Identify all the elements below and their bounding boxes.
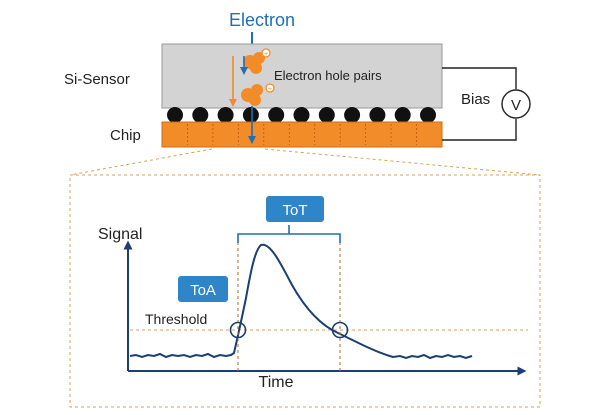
bump-bond-icon [420, 107, 436, 123]
svg-text:ToT: ToT [282, 202, 307, 219]
toa-crossing-marker [229, 321, 247, 339]
electron-hole-pair-icon: + [241, 83, 275, 106]
pixel-dividers [187, 124, 417, 145]
chip-label: Chip [110, 127, 141, 144]
tot-crossing-marker [331, 321, 349, 339]
bump-bond-icon [217, 107, 234, 123]
svg-text:+: + [264, 51, 268, 58]
signal-axis-label: Signal [98, 226, 142, 243]
toa-box: ToA [178, 276, 228, 302]
bias-wire [442, 67, 517, 141]
bump-bond-icon [344, 107, 361, 123]
bump-bond-icon [369, 107, 386, 123]
zoom-connector [69, 148, 541, 176]
svg-text:ToA: ToA [190, 282, 216, 299]
bump-bond-icon [242, 107, 259, 123]
bias-label: Bias [461, 91, 490, 108]
bump-bond-icon [318, 107, 335, 123]
time-axis-label: Time [259, 374, 294, 391]
electron-label: Electron [229, 10, 295, 30]
voltmeter-icon: V [501, 89, 531, 119]
bump-bonds [167, 107, 436, 123]
bump-bond-icon [167, 107, 183, 123]
electron-hole-pair-icon: + [243, 48, 271, 74]
zoom-box [69, 174, 541, 408]
bump-bond-icon [293, 107, 310, 123]
threshold-label: Threshold [145, 311, 207, 327]
electron-hole-pairs-label: Electron hole pairs [274, 68, 382, 83]
svg-text:V: V [511, 97, 521, 114]
tot-box: ToT [266, 196, 324, 222]
tot-bracket [237, 225, 341, 243]
bump-bond-icon [394, 107, 411, 123]
chip-layer [161, 121, 443, 148]
si-sensor-label: Si-Sensor [64, 71, 130, 88]
svg-text:+: + [268, 86, 272, 93]
signal-pulse [129, 243, 473, 360]
bump-bond-icon [268, 107, 285, 123]
bump-bond-icon [192, 107, 209, 123]
